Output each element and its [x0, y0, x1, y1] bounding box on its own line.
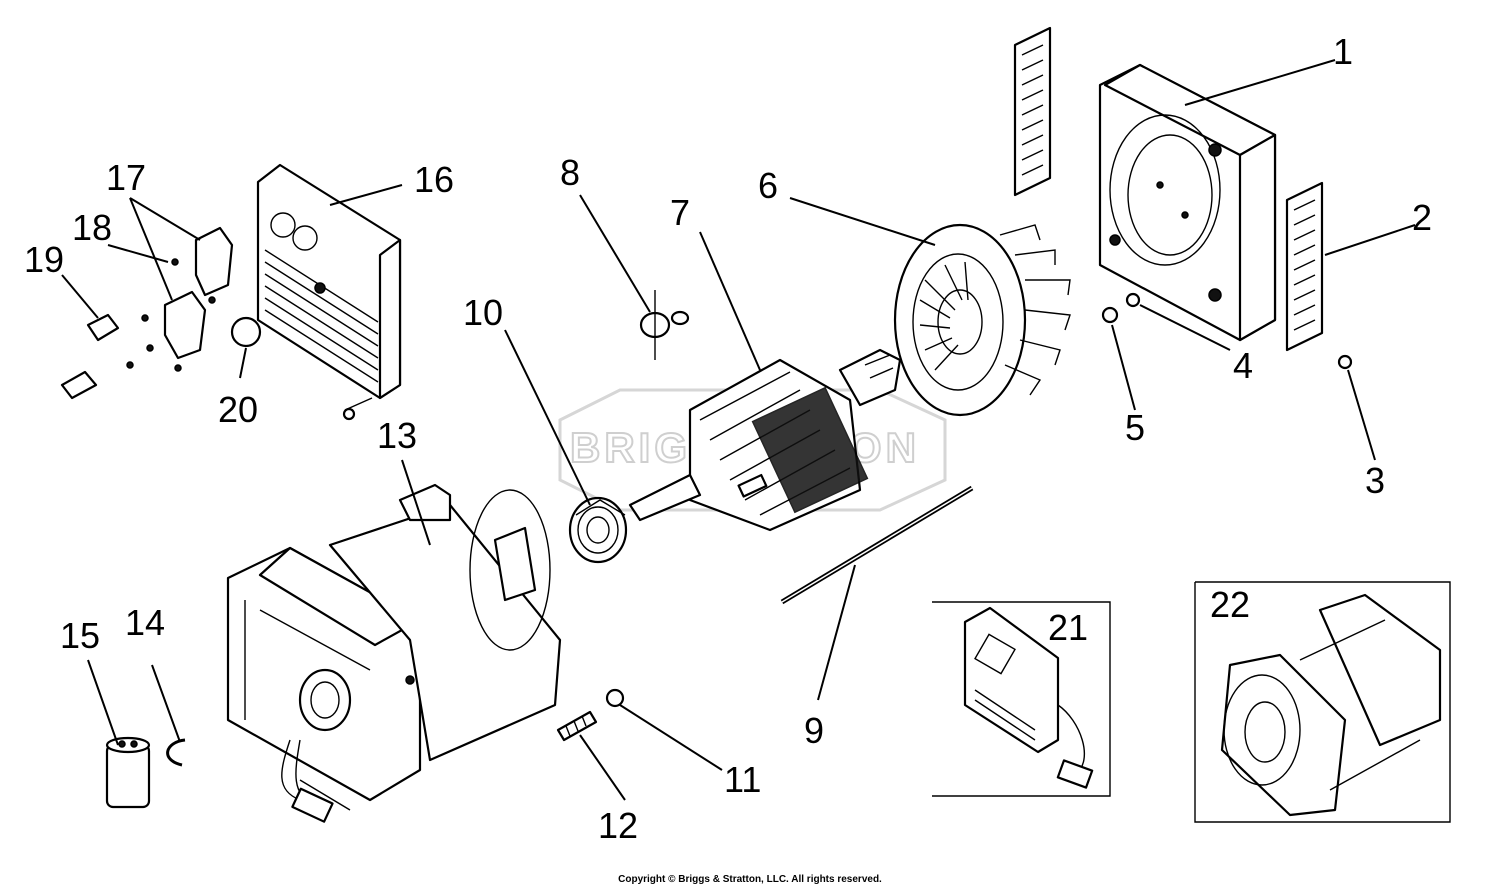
callout-9: 9 — [804, 710, 824, 751]
callout-1: 1 — [1333, 31, 1353, 72]
part-18-screws — [126, 258, 216, 372]
part-19-switch — [60, 313, 120, 400]
part-11-nut — [605, 688, 625, 708]
callout-5: 5 — [1125, 407, 1145, 448]
callout-15: 15 — [60, 615, 100, 656]
callout-8: 8 — [560, 152, 580, 193]
part-14-clip — [166, 738, 186, 767]
part-17-receptacles — [163, 226, 234, 360]
callout-21: 21 — [1048, 607, 1088, 648]
part-2-grille — [1013, 26, 1324, 352]
callout-4: 4 — [1233, 345, 1253, 386]
part-8-brush — [639, 290, 690, 360]
part-12-stud — [556, 710, 598, 742]
callout-10: 10 — [463, 292, 503, 333]
callout-17: 17 — [106, 157, 146, 198]
copyright-notice: Copyright © Briggs & Stratton, LLC. All … — [618, 874, 882, 885]
part-15-capacitor — [105, 736, 151, 809]
callout-14: 14 — [125, 602, 165, 643]
part-5-nut — [1101, 306, 1119, 324]
callout-18: 18 — [72, 207, 112, 248]
callout-16: 16 — [414, 159, 454, 200]
callout-20: 20 — [218, 389, 258, 430]
part-21-inset — [932, 601, 1111, 797]
leader-lines — [61, 59, 1416, 801]
part-4-washer — [1125, 292, 1141, 308]
callout-3: 3 — [1365, 460, 1385, 501]
part-1-rear-housing — [1098, 63, 1277, 342]
watermark-fragment-left: BRIG — [570, 424, 691, 471]
part-7-rotor — [628, 348, 902, 532]
part-9-through-bolt — [780, 485, 974, 605]
callout-13: 13 — [377, 415, 417, 456]
part-3-nut — [1337, 354, 1353, 370]
callout-labels: 1 2 3 4 5 6 7 8 9 10 11 12 13 14 15 16 1… — [24, 31, 1432, 846]
part-16-control-panel — [256, 163, 402, 421]
callout-6: 6 — [758, 165, 778, 206]
callout-19: 19 — [24, 239, 64, 280]
callout-7: 7 — [670, 192, 690, 233]
callout-12: 12 — [598, 805, 638, 846]
part-20-knob — [230, 316, 262, 348]
part-13-stator-housing — [226, 483, 562, 823]
callout-2: 2 — [1412, 197, 1432, 238]
callout-11: 11 — [724, 759, 761, 800]
part-6-fan — [893, 223, 1071, 417]
part-22-inset — [1194, 581, 1451, 823]
part-10-bearing — [568, 496, 628, 564]
callout-22: 22 — [1210, 584, 1250, 625]
